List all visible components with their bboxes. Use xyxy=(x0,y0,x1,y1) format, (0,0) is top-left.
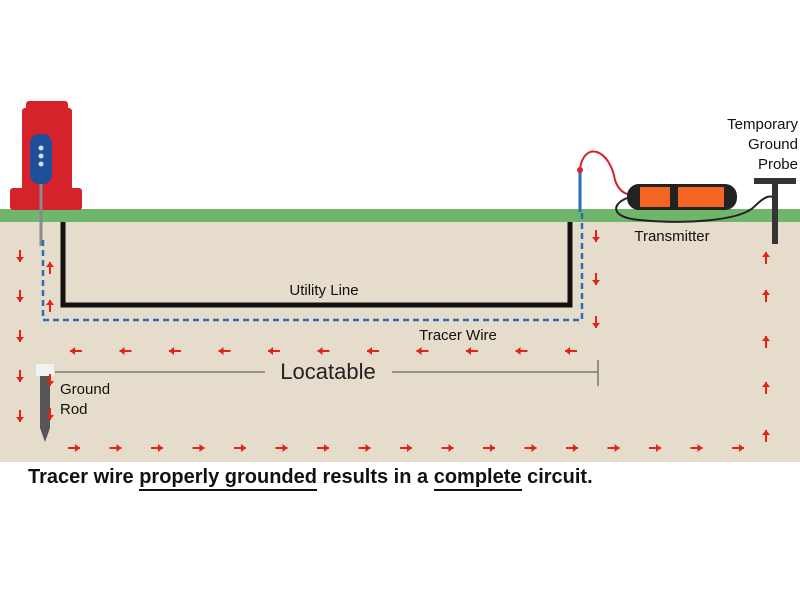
flow-arrow xyxy=(16,290,24,302)
flow-arrow xyxy=(46,408,54,420)
flow-arrow xyxy=(762,382,770,394)
flow-arrow xyxy=(367,347,379,355)
flow-arrow xyxy=(483,444,495,452)
flow-arrow xyxy=(358,444,371,452)
probe-label-3: Probe xyxy=(758,156,798,173)
flow-arrow xyxy=(466,347,478,355)
flow-arrow xyxy=(762,430,770,442)
flow-arrow xyxy=(68,444,80,452)
current-flow-arrows xyxy=(16,230,770,452)
utility-line xyxy=(60,222,573,308)
flow-arrow xyxy=(441,444,454,452)
flow-arrow xyxy=(109,444,122,452)
caption-emphasis-1: properly grounded xyxy=(139,466,317,491)
flow-arrow xyxy=(524,444,537,452)
flow-arrow xyxy=(400,444,412,452)
flow-arrow xyxy=(268,347,280,355)
caption-part-3: circuit. xyxy=(521,466,593,488)
flow-arrow xyxy=(566,444,578,452)
transmitter-device xyxy=(615,184,776,223)
probe-label-2: Ground xyxy=(748,136,798,153)
locatable-dimension xyxy=(55,360,599,386)
flow-arrow xyxy=(119,347,132,355)
caption-part-2: results in a xyxy=(316,466,434,488)
transmitter-label: Transmitter xyxy=(634,228,709,245)
flow-arrow xyxy=(46,300,54,312)
flow-arrow xyxy=(234,444,246,452)
flow-arrow xyxy=(762,252,770,264)
ground-rod-label-2: Rod xyxy=(60,401,88,418)
flow-arrow xyxy=(732,444,744,452)
flow-arrow xyxy=(46,262,54,274)
grass-surface xyxy=(0,209,800,222)
flow-arrow xyxy=(151,444,163,452)
flow-arrow xyxy=(317,347,330,355)
ground-rod xyxy=(36,364,54,442)
flow-arrow xyxy=(16,250,24,262)
tracer-wire xyxy=(41,212,584,322)
flow-arrow xyxy=(762,290,770,302)
flow-arrow xyxy=(690,444,703,452)
flow-arrow xyxy=(317,444,329,452)
flow-arrow xyxy=(762,336,770,348)
flow-arrow xyxy=(16,330,24,342)
flow-arrow xyxy=(192,444,205,452)
flow-arrow xyxy=(16,370,24,382)
flow-arrow xyxy=(607,444,620,452)
locatable-label: Locatable xyxy=(280,359,375,384)
ground-probe xyxy=(754,178,796,244)
flow-arrow xyxy=(169,347,181,355)
flow-arrow xyxy=(70,347,82,355)
ground-rod-label-1: Ground xyxy=(60,381,110,398)
flow-arrow xyxy=(515,347,528,355)
flow-arrow xyxy=(592,273,600,285)
caption-part-1: Tracer wire xyxy=(28,466,140,488)
flow-arrow xyxy=(592,316,600,328)
flow-arrow xyxy=(649,444,661,452)
flow-arrow xyxy=(218,347,231,355)
flow-arrow xyxy=(565,347,577,355)
caption-emphasis-2: complete xyxy=(433,466,522,491)
probe-label-1: Temporary xyxy=(727,116,798,133)
flow-arrow xyxy=(46,374,54,386)
soil-area xyxy=(0,218,800,462)
locate-station xyxy=(10,101,82,210)
utility-line-label: Utility Line xyxy=(289,282,358,299)
tracer-wire-label: Tracer Wire xyxy=(419,327,497,344)
flow-arrow xyxy=(592,230,600,242)
flow-arrow xyxy=(416,347,429,355)
caption: Tracer wire properly grounded results in… xyxy=(28,466,788,491)
flow-arrow xyxy=(275,444,288,452)
flow-arrow xyxy=(16,410,24,422)
